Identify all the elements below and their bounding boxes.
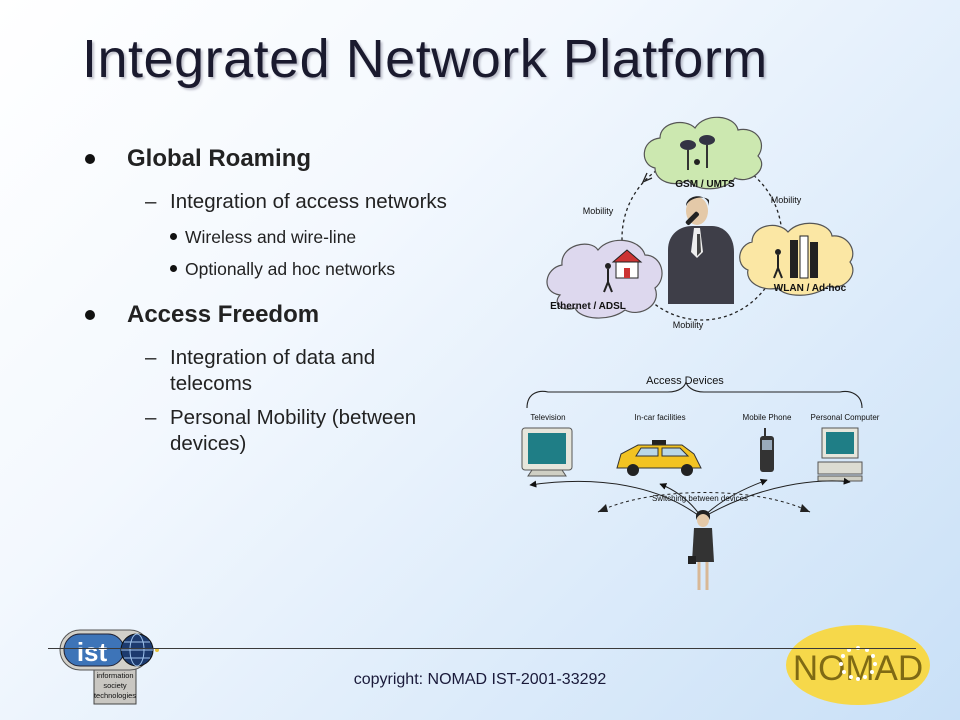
svg-text:society: society [103,681,127,690]
subsubbullet-adhoc: Optionally ad hoc networks [85,255,455,283]
taxi-icon [616,440,702,476]
businessman-phone-icon [668,196,734,304]
cloud-gsm-umts: GSM / UMTS [643,116,763,190]
bullet-dot-icon [170,265,177,272]
personal-computer-icon [817,427,863,482]
palm-tree-icon [680,135,715,170]
mobility-label: Mobility [583,206,614,216]
switching-label: Switching between devices [652,494,748,503]
bullet-list: Global Roaming –Integration of access ne… [85,145,455,465]
svg-text:information: information [96,671,133,680]
device-label: In-car facilities [634,413,685,422]
house-icon [611,249,643,279]
copyright-text: copyright: NOMAD IST-2001-33292 [353,671,607,688]
subbullet-integration-access: –Integration of access networks [145,190,447,213]
switching-arc [597,492,811,513]
subsubbullet-wireless: Wireless and wire-line [85,223,455,251]
svg-text:NOMAD: NOMAD [793,649,923,688]
bullet-access-freedom: Access Freedom [85,301,455,329]
svg-text:WLAN / Ad-hoc: WLAN / Ad-hoc [774,283,847,294]
person-icon [773,249,783,279]
cloud-ethernet-adsl: Ethernet / ADSL [546,239,663,319]
nomad-logo: NOMAD [786,625,930,705]
svg-text:GSM / UMTS: GSM / UMTS [675,179,735,190]
television-icon [521,427,573,477]
device-label: Personal Computer [811,413,880,422]
bullet-dot-icon [85,154,95,164]
building-icon [790,235,818,279]
device-label: Television [530,413,565,422]
arrow-to-pc [701,477,851,519]
device-label: Mobile Phone [743,413,792,422]
subbullet-personal-mobility: –Personal Mobility (between devices) [145,406,417,455]
globe-icon [120,633,159,667]
svg-text:ist: ist [77,637,108,667]
subbullet-integration-data: –Integration of data and telecoms [145,346,376,395]
mobility-label: Mobility [771,195,802,205]
svg-text:technologies: technologies [94,691,136,700]
ist-logo: information society technologies ist [59,629,159,705]
star-ring-icon [839,646,877,681]
access-devices-label: Access Devices [646,375,724,387]
bullet-dot-icon [170,233,177,240]
arrow-to-tv [529,480,703,519]
mobility-label: Mobility [673,320,704,330]
footer-divider [48,648,916,649]
person-icon [603,263,613,293]
bullet-global-roaming: Global Roaming [85,145,455,173]
svg-text:Ethernet / ADSL: Ethernet / ADSL [550,301,626,312]
businesswoman-icon [688,510,714,590]
cloud-wlan-adhoc: WLAN / Ad-hoc [739,222,854,296]
access-devices-brace [526,381,863,409]
mobile-phone-icon [760,428,774,472]
slide-title: Integrated Network Platform [82,29,768,89]
bullet-dot-icon [85,310,95,320]
